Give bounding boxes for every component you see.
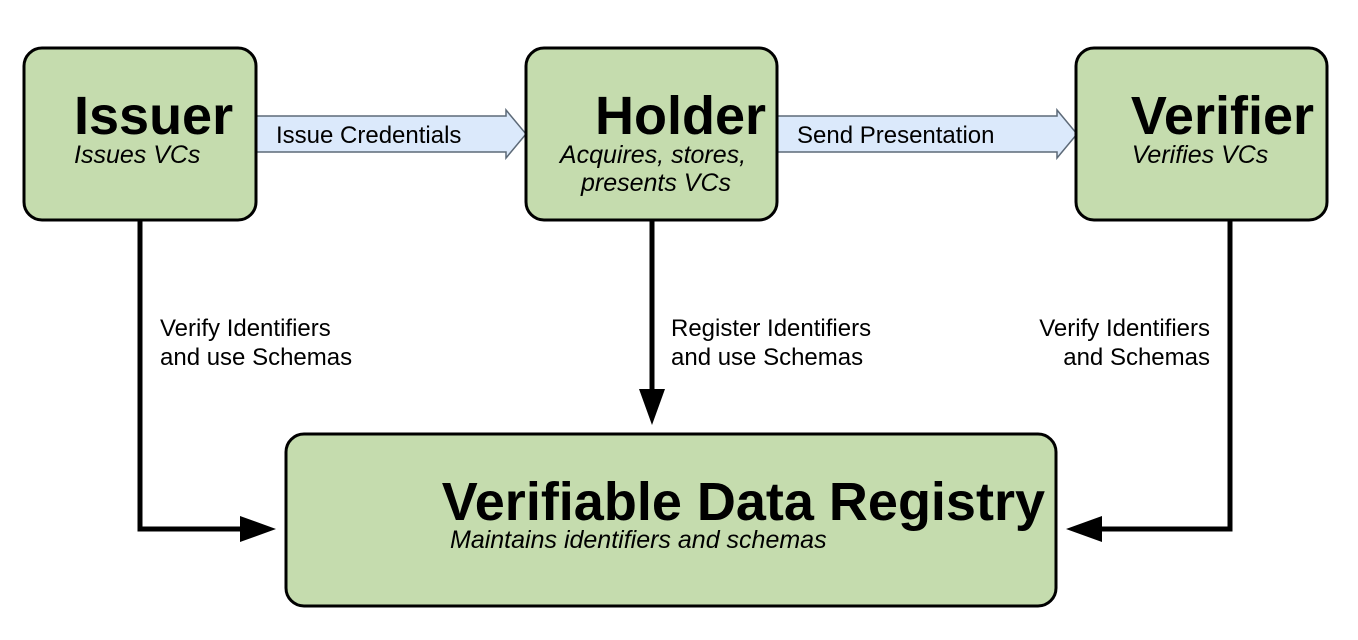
send-presentation-arrow: Send Presentation [776, 107, 1078, 161]
issuer-to-registry-edge: Verify Identifiers and use Schemas [137, 220, 352, 542]
verifier-title: Verifier [1131, 86, 1314, 146]
issuer-box [22, 46, 258, 222]
holder-title: Holder [595, 86, 766, 146]
issuer-subtitle: Issues VCs [74, 141, 200, 169]
holder-to-registry-arrowhead [639, 389, 665, 425]
verifier-node: Verifier Verifies VCs [1074, 46, 1329, 222]
send-presentation-arrow-shape [776, 107, 1078, 161]
registry-title: Verifiable Data Registry [442, 472, 1045, 532]
issuer-to-registry-line [137, 220, 242, 532]
issuer-node: Issuer Issues VCs [22, 46, 258, 222]
verifier-edge-label-line1: Verify Identifiers [1039, 315, 1210, 342]
issuer-edge-label-line1: Verify Identifiers [160, 315, 331, 342]
holder-edge-label-line2: and use Schemas [671, 344, 863, 371]
registry-node: Verifiable Data Registry Maintains ident… [284, 432, 1058, 608]
verifier-box [1074, 46, 1329, 222]
holder-subtitle-line2: presents VCs [580, 169, 731, 197]
issue-credentials-arrow: Issue Credentials [255, 107, 527, 161]
issuer-title: Issuer [74, 86, 233, 146]
issue-credentials-label: Issue Credentials [276, 122, 461, 149]
verifier-to-registry-edge: Verify Identifiers and Schemas [1039, 220, 1233, 542]
send-presentation-label: Send Presentation [797, 122, 994, 149]
verifier-to-registry-line [1100, 220, 1233, 532]
verifier-subtitle: Verifies VCs [1132, 141, 1269, 169]
issuer-to-registry-arrowhead [240, 516, 276, 542]
verifier-to-registry-arrowhead [1066, 516, 1102, 542]
holder-box [524, 46, 779, 222]
holder-to-registry-edge: Register Identifiers and use Schemas [639, 220, 871, 425]
issue-credentials-arrow-shape [255, 107, 527, 161]
holder-subtitle-line1: Acquires, stores, [558, 141, 746, 169]
issuer-edge-label-line2: and use Schemas [160, 344, 352, 371]
holder-edge-label-line1: Register Identifiers [671, 315, 871, 342]
registry-subtitle: Maintains identifiers and schemas [450, 526, 827, 554]
holder-node: Holder Acquires, stores, presents VCs [524, 46, 779, 222]
verifier-edge-label-line2: and Schemas [1063, 344, 1210, 371]
registry-box [284, 432, 1058, 608]
